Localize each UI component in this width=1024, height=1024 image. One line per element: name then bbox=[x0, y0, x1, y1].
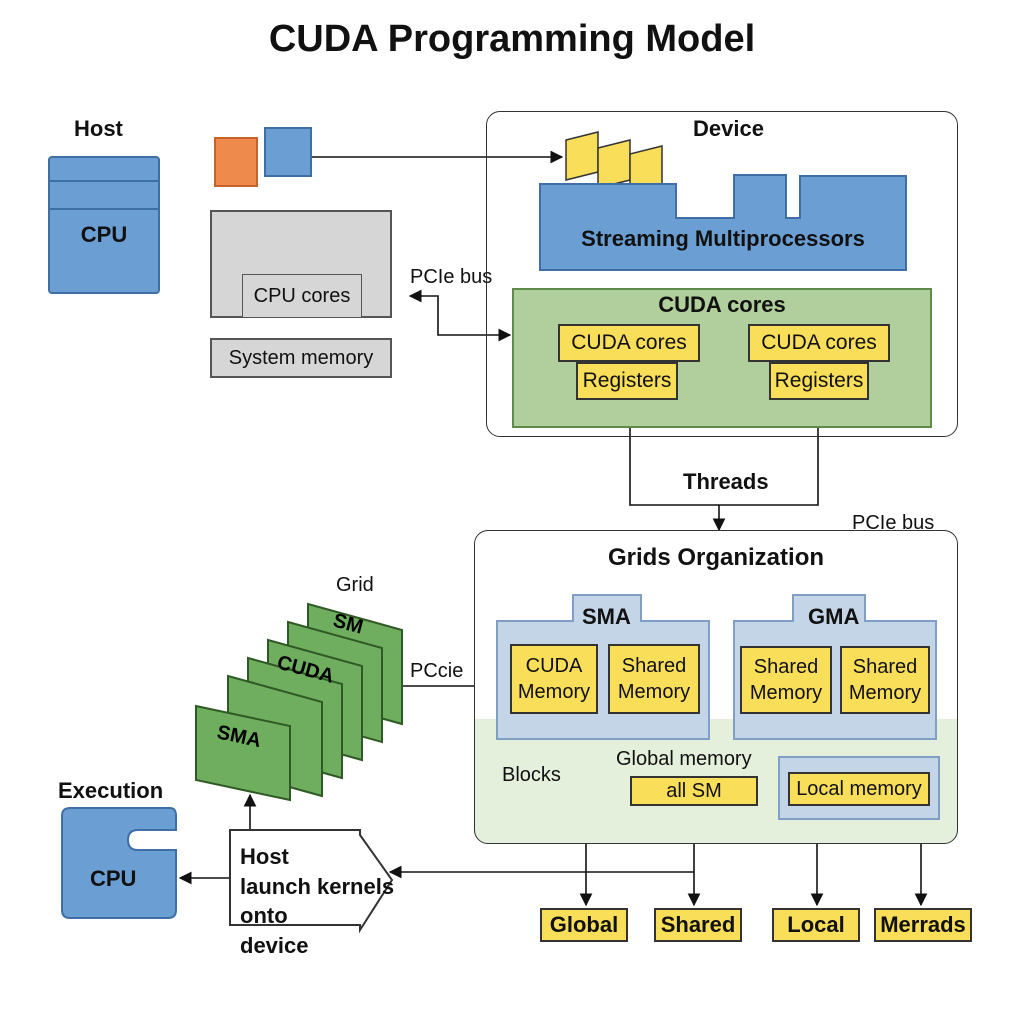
sma-tab bbox=[572, 594, 642, 622]
device-heading: Device bbox=[693, 116, 764, 141]
pcie-bus-right-label: PCIe bus bbox=[852, 512, 935, 534]
orange-square bbox=[214, 137, 258, 187]
cuda-cores-left: CUDA cores bbox=[558, 324, 700, 362]
cpu-cores-box: CPU cores bbox=[242, 274, 362, 318]
pcie-bus-label: PCIe bus bbox=[410, 266, 493, 288]
host-heading: Host bbox=[74, 116, 123, 141]
threads-label: Threads bbox=[683, 469, 769, 494]
bottom-shared: Shared bbox=[654, 908, 742, 942]
registers-right: Registers bbox=[769, 362, 869, 400]
page-title: CUDA Programming Model bbox=[268, 18, 756, 60]
grid-stack: SM CUDA SMA bbox=[195, 602, 403, 802]
cpu-cores-panel: CPU cores bbox=[210, 210, 392, 318]
sma-cuda-memory: CUDA Memory bbox=[510, 644, 598, 714]
gma-shared-memory-right: Shared Memory bbox=[840, 646, 930, 714]
bottom-local: Local bbox=[772, 908, 860, 942]
streaming-multiprocessors-shape bbox=[539, 174, 907, 271]
sma-shared-memory: Shared Memory bbox=[608, 644, 700, 714]
execution-heading: Execution bbox=[58, 778, 164, 803]
local-memory-block: Local memory bbox=[778, 756, 940, 820]
gma-label: GMA bbox=[808, 604, 860, 629]
blocks-label: Blocks bbox=[502, 764, 561, 786]
bottom-global: Global bbox=[540, 908, 628, 942]
execution-cpu-shape bbox=[61, 807, 177, 919]
all-sm-box: all SM bbox=[630, 776, 758, 806]
host-launch-kernels-label: Host launch kernels onto device bbox=[240, 844, 395, 959]
host-cpu-box: CPU bbox=[48, 156, 160, 294]
pccie-label: PCcie bbox=[410, 660, 464, 682]
sma-label: SMA bbox=[582, 604, 631, 629]
launch-arrow-shape bbox=[229, 829, 394, 934]
device-panel bbox=[486, 111, 958, 437]
grids-organization-title: Grids Organization bbox=[607, 544, 825, 571]
system-memory-box: System memory bbox=[210, 338, 392, 378]
bottom-merrads: Merrads bbox=[874, 908, 972, 942]
blue-square bbox=[264, 127, 312, 177]
threads-connector bbox=[629, 398, 819, 506]
execution-cpu-label: CPU bbox=[90, 866, 137, 891]
cuda-cores-title: CUDA cores bbox=[658, 292, 786, 317]
streaming-multiprocessors-label: Streaming Multiprocessors bbox=[581, 226, 865, 251]
grid-label: Grid bbox=[336, 574, 374, 596]
gma-tab bbox=[792, 594, 866, 622]
device-chips bbox=[565, 131, 663, 191]
pcie-bus-arrow bbox=[408, 289, 512, 342]
registers-left: Registers bbox=[576, 362, 678, 400]
gma-shared-memory-left: Shared Memory bbox=[740, 646, 832, 714]
local-memory-box: Local memory bbox=[788, 772, 930, 806]
cuda-cores-right: CUDA cores bbox=[748, 324, 890, 362]
host-cpu-label: CPU bbox=[80, 222, 128, 247]
global-memory-label: Global memory bbox=[616, 748, 752, 770]
